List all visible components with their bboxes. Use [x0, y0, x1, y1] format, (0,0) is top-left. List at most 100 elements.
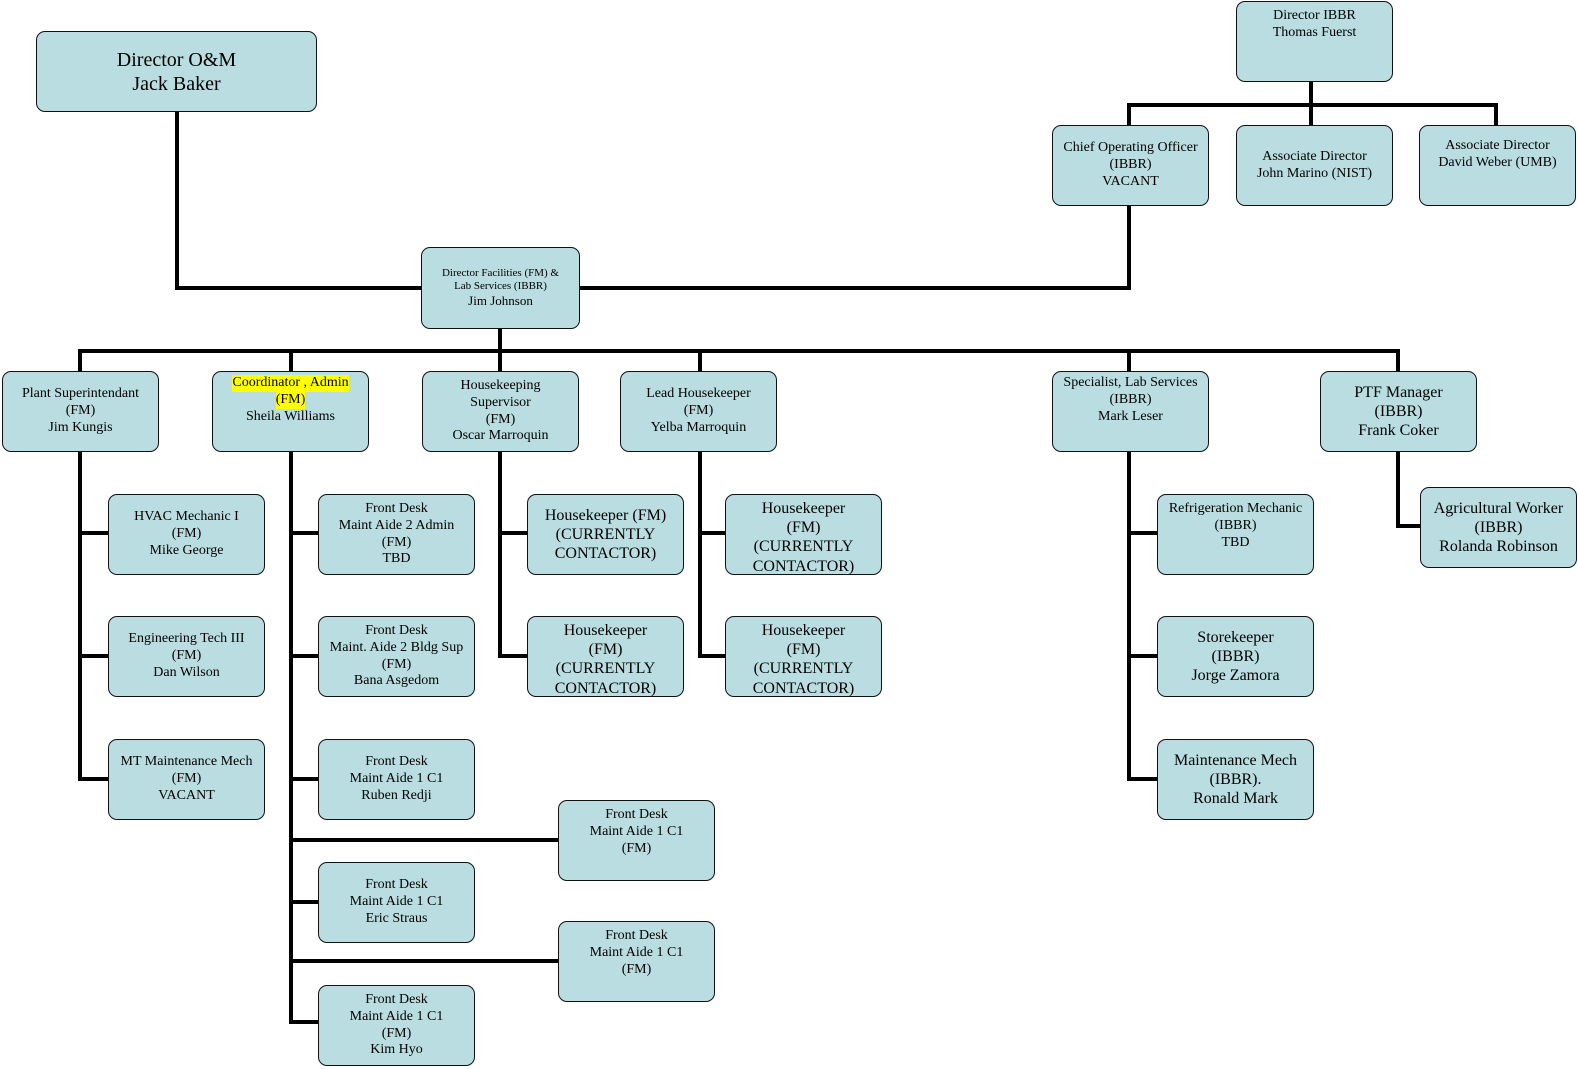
- front-desk-kim-role: Maint Aide 1 C1: [349, 1008, 444, 1024]
- housekeeper-a1-status-2: CONTACTOR): [554, 545, 657, 563]
- front-desk-admin-box: Front Desk Maint Aide 2 Admin (FM) TBD: [318, 494, 475, 575]
- director-facilities-name: Jim Johnson: [468, 293, 533, 309]
- housekeeper-a2-org: (FM): [588, 641, 623, 659]
- director-facilities-title-2: Lab Services (IBBR): [454, 280, 547, 293]
- specialist-lab-services-title: Specialist, Lab Services: [1063, 375, 1198, 390]
- hvac-mechanic-name: Mike George: [149, 542, 224, 558]
- front-desk-bldg-sup-box: Front Desk Maint. Aide 2 Bldg Sup (FM) B…: [318, 616, 475, 697]
- director-facilities-title: Director Facilities (FM) &: [441, 267, 559, 280]
- housekeeper-a2-box: Housekeeper (FM) (CURRENTLY CONTACTOR): [527, 616, 684, 697]
- front-desk-kim-box: Front Desk Maint Aide 1 C1 (FM) Kim Hyo: [318, 985, 475, 1066]
- coordinator-admin-org: (FM): [275, 391, 306, 409]
- refrigeration-mechanic-name: TBD: [1221, 534, 1250, 550]
- front-desk-fm-1-title: Front Desk: [605, 807, 668, 822]
- housekeeper-b1-box: Housekeeper (FM) (CURRENTLY CONTACTOR): [725, 494, 882, 575]
- coordinator-admin-name: Sheila Williams: [245, 408, 335, 424]
- front-desk-kim-org: (FM): [381, 1025, 412, 1041]
- front-desk-ruben-title: Front Desk: [365, 754, 428, 770]
- front-desk-fm-box-1: Front Desk Maint Aide 1 C1 (FM): [558, 800, 715, 881]
- housekeeper-b1-status: (CURRENTLY: [753, 538, 854, 556]
- agricultural-worker-org: (IBBR): [1474, 518, 1523, 536]
- mt-maintenance-mech-org: (FM): [171, 771, 202, 787]
- engineering-tech-org: (FM): [171, 648, 202, 664]
- director-om-name: Jack Baker: [132, 72, 221, 95]
- front-desk-bldg-sup-title: Front Desk: [365, 622, 428, 638]
- front-desk-bldg-sup-name: Bana Asgedom: [353, 673, 440, 689]
- housekeeper-b2-status: (CURRENTLY: [753, 660, 854, 678]
- front-desk-fm-2-org: (FM): [621, 961, 652, 977]
- housekeeping-supervisor-box: Housekeeping Supervisor (FM) Oscar Marro…: [422, 371, 579, 452]
- housekeeper-b2-title: Housekeeper: [761, 622, 846, 639]
- maintenance-mech-title: Maintenance Mech: [1173, 751, 1298, 769]
- coo-name: VACANT: [1102, 173, 1159, 189]
- coo-title: Chief Operating Officer: [1063, 140, 1198, 156]
- coo-box: Chief Operating Officer (IBBR) VACANT: [1052, 125, 1209, 206]
- agricultural-worker-name: Rolanda Robinson: [1439, 538, 1558, 556]
- director-om-box: Director O&M Jack Baker: [36, 31, 317, 112]
- ptf-manager-name: Frank Coker: [1358, 422, 1439, 440]
- storekeeper-org: (IBBR): [1211, 647, 1260, 665]
- housekeeper-a2-status: (CURRENTLY: [555, 660, 656, 678]
- coordinator-admin-box: Coordinator , Admin (FM) Sheila Williams: [212, 371, 369, 452]
- ptf-manager-org: (IBBR): [1374, 402, 1423, 420]
- refrigeration-mechanic-title: Refrigeration Mechanic: [1168, 501, 1303, 516]
- engineering-tech-name: Dan Wilson: [153, 664, 220, 680]
- maintenance-mech-box: Maintenance Mech (IBBR). Ronald Mark: [1157, 739, 1314, 820]
- front-desk-bldg-sup-role: Maint. Aide 2 Bldg Sup: [329, 639, 464, 655]
- associate-director-weber-box: Associate Director David Weber (UMB): [1419, 125, 1576, 206]
- front-desk-fm-box-2: Front Desk Maint Aide 1 C1 (FM): [558, 921, 715, 1002]
- engineering-tech-box: Engineering Tech III (FM) Dan Wilson: [108, 616, 265, 697]
- specialist-lab-services-name: Mark Leser: [1098, 408, 1163, 424]
- housekeeper-a2-title: Housekeeper: [563, 622, 648, 639]
- front-desk-fm-2-role: Maint Aide 1 C1: [589, 944, 684, 960]
- front-desk-admin-role: Maint Aide 2 Admin: [338, 517, 455, 533]
- maintenance-mech-name: Ronald Mark: [1193, 790, 1278, 808]
- housekeeper-a1-box: Housekeeper (FM) (CURRENTLY CONTACTOR): [527, 494, 684, 575]
- mt-maintenance-mech-box: MT Maintenance Mech (FM) VACANT: [108, 739, 265, 820]
- associate-director-weber-title: Associate Director: [1445, 138, 1550, 153]
- specialist-lab-services-org: (IBBR): [1109, 391, 1152, 407]
- front-desk-eric-box: Front Desk Maint Aide 1 C1 Eric Straus: [318, 862, 475, 943]
- front-desk-fm-2-title: Front Desk: [605, 928, 668, 943]
- housekeeping-supervisor-title: Housekeeping: [460, 377, 541, 393]
- housekeeping-supervisor-org: (FM): [485, 411, 516, 427]
- housekeeper-a1-status: (CURRENTLY: [555, 525, 656, 543]
- hvac-mechanic-org: (FM): [171, 526, 202, 542]
- front-desk-admin-title: Front Desk: [365, 500, 428, 516]
- agricultural-worker-box: Agricultural Worker (IBBR) Rolanda Robin…: [1420, 487, 1577, 568]
- housekeeper-b2-status-2: CONTACTOR): [752, 679, 855, 697]
- front-desk-ruben-role: Maint Aide 1 C1: [349, 771, 444, 787]
- associate-director-marino-title: Associate Director: [1262, 148, 1367, 164]
- coordinator-admin-title: Coordinator , Admin: [232, 375, 349, 392]
- front-desk-kim-title: Front Desk: [365, 991, 428, 1007]
- director-ibbr-title: Director IBBR: [1273, 8, 1356, 23]
- hvac-mechanic-box: HVAC Mechanic I (FM) Mike George: [108, 494, 265, 575]
- director-om-title: Director O&M: [116, 48, 237, 71]
- housekeeper-b2-box: Housekeeper (FM) (CURRENTLY CONTACTOR): [725, 616, 882, 697]
- director-ibbr-box: Director IBBR Thomas Fuerst: [1236, 1, 1393, 82]
- front-desk-eric-role: Maint Aide 1 C1: [349, 894, 444, 910]
- storekeeper-title: Storekeeper: [1197, 628, 1274, 646]
- housekeeper-a1-title: Housekeeper (FM): [544, 506, 667, 524]
- housekeeper-b1-org: (FM): [786, 519, 821, 537]
- associate-director-marino-name: John Marino (NIST): [1256, 165, 1373, 181]
- front-desk-eric-name: Eric Straus: [365, 910, 428, 926]
- front-desk-eric-title: Front Desk: [365, 877, 428, 893]
- mt-maintenance-mech-title: MT Maintenance Mech: [120, 754, 253, 770]
- coo-org: (IBBR): [1109, 157, 1152, 173]
- lead-housekeeper-box: Lead Housekeeper (FM) Yelba Marroquin: [620, 371, 777, 452]
- housekeeper-b1-status-2: CONTACTOR): [752, 557, 855, 575]
- maintenance-mech-org: (IBBR).: [1209, 770, 1262, 788]
- front-desk-ruben-box: Front Desk Maint Aide 1 C1 Ruben Redji: [318, 739, 475, 820]
- ptf-manager-box: PTF Manager (IBBR) Frank Coker: [1320, 371, 1477, 452]
- associate-director-weber-name: David Weber (UMB): [1438, 154, 1557, 170]
- hvac-mechanic-title: HVAC Mechanic I: [134, 509, 239, 525]
- plant-superintendant-org: (FM): [65, 403, 96, 419]
- associate-director-marino-box: Associate Director John Marino (NIST): [1236, 125, 1393, 206]
- plant-superintendant-title: Plant Superintendant: [21, 386, 140, 402]
- lead-housekeeper-name: Yelba Marroquin: [650, 419, 747, 435]
- storekeeper-box: Storekeeper (IBBR) Jorge Zamora: [1157, 616, 1314, 697]
- front-desk-fm-1-org: (FM): [621, 840, 652, 856]
- engineering-tech-title: Engineering Tech III: [128, 631, 245, 647]
